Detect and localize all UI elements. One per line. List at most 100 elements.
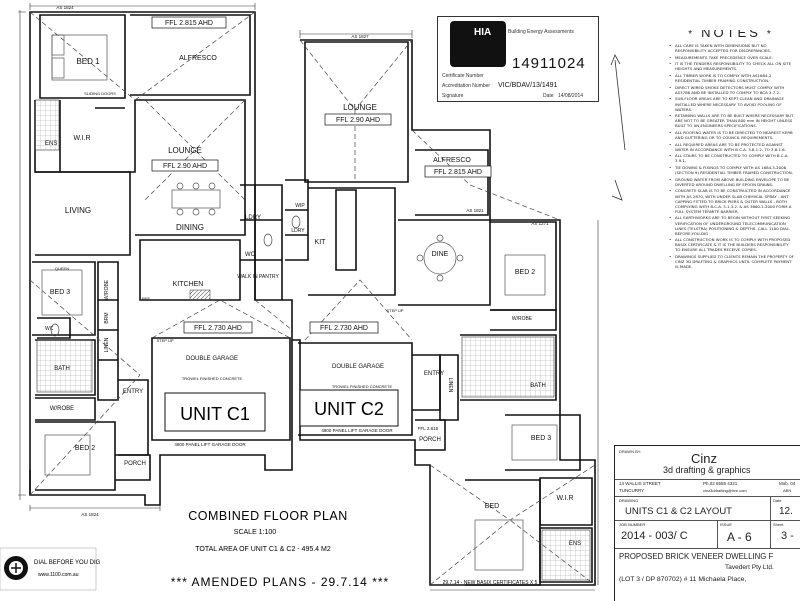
phone: Ph.02 6555 4321	[703, 481, 738, 486]
room-bed-c2: BED	[485, 503, 499, 510]
room-ldry-c2: LDRY	[291, 228, 305, 234]
fridge-ref-c1: REF	[142, 296, 151, 301]
dim-as-1824-bottom: AS 1824	[81, 512, 99, 517]
lot-address: (LOT 3 / DP 870702) # 11 Michaela Place,	[619, 576, 747, 583]
dim-as-1271: AS 1271	[531, 221, 549, 226]
room-labels: BED 1 ALFRESCO FFL 2.815 AHD W.I.R ENS L…	[45, 5, 581, 547]
issue-label: ISSUE	[720, 522, 733, 527]
sheet-label: Sheet	[773, 522, 784, 527]
room-double-garage-c1: DOUBLE GARAGE	[186, 356, 238, 362]
note-item: RETAINING WALLS ARE TO BE BUILT WHERE NE…	[668, 113, 794, 128]
drawing-label: DRAWING	[619, 498, 639, 503]
room-dine: DINE	[432, 251, 449, 258]
room-ens-c1: ENS	[45, 141, 57, 147]
job-number-label: JOB NUMBER	[619, 522, 646, 527]
room-living: LIVING	[65, 206, 91, 215]
bed-furniture	[41, 34, 558, 571]
dim-as-1821: AS 1821	[466, 208, 484, 213]
notes-title: NOTES	[668, 30, 794, 39]
project-title: PROPOSED BRICK VENEER DWELLING F	[619, 552, 774, 561]
ensuite-c1-tiles	[34, 99, 60, 151]
trowel-note-c2: TROWEL FINISHED CONCRETE	[332, 384, 393, 389]
plan-title: COMBINED FLOOR PLAN	[188, 509, 348, 523]
room-kit: KIT	[315, 239, 327, 246]
ffl-lounge-c1: FFL 2.90 AHD	[163, 163, 207, 170]
room-porch-c1: PORCH	[124, 461, 146, 467]
notes-panel: NOTES ALL CARE IS TAKEN WITH DIMENSIONS …	[668, 30, 794, 440]
dial-before-you-dig-logo: DIAL BEFORE YOU DIG www.1100.com.au	[0, 547, 101, 591]
drawn-by-label: DRAWN BY:	[619, 449, 642, 454]
dim-as-1827: AS 1827	[351, 34, 369, 39]
room-linen-c2: LINEN	[447, 378, 453, 393]
note-item: CONCRETE SLAB IS TO BE CONSTRUCTED IN AC…	[668, 188, 794, 213]
garage-door-c1: 4800 PANEL LIFT GARAGE DOOR	[174, 442, 246, 447]
room-wrobe-c1b: W/ROBE	[50, 406, 74, 412]
room-ldry-c1: LDRY	[245, 215, 261, 221]
bed-size-queen: QUEEN	[55, 266, 69, 271]
cert-number: 14911024	[512, 55, 586, 72]
room-bed3-c1: BED 3	[50, 289, 70, 296]
company-name: Cinz	[691, 451, 718, 466]
room-entry-c1: ENTRY	[123, 389, 143, 395]
mobile: Mob. 04	[779, 481, 796, 486]
dim-as-1824-top: AS 1824	[56, 5, 74, 10]
room-porch-c2: PORCH	[419, 437, 441, 443]
unit-c2-box	[299, 389, 399, 427]
drawing-title: UNITS C1 & C2 LAYOUT	[625, 506, 732, 517]
amended-plans: *** AMENDED PLANS - 29.7.14 ***	[171, 575, 389, 589]
room-alfresco-c1: ALFRESCO	[179, 55, 217, 62]
note-item: ALL STAIRS TO BE CONSTRUCTED TO COMPLY W…	[668, 153, 794, 163]
note-item: TIE DOWNS & FIXINGS TO COMPLY WITH AS 16…	[668, 165, 794, 175]
amended-note: 29.7.14 - NEW BASIX CERTIFICATES X 5	[443, 580, 538, 586]
ensuite-c2-tiles	[541, 529, 591, 581]
room-lounge-c1: LOUNGE	[168, 146, 202, 155]
date-value: 12.	[779, 506, 793, 517]
room-bed3-c2: BED 3	[531, 435, 551, 442]
note-item: ALL TIMBER WORK IS TO COMPLY WITH AS1684…	[668, 73, 794, 83]
note-item: ALL EARTHWORKS ARE TO BEGIN WITHOUT FIRS…	[668, 215, 794, 235]
date-label: Date	[773, 498, 782, 503]
note-item: SUB-FLOOR AREAS ARE TO KEPT CLEAN AND DR…	[668, 96, 794, 111]
room-double-garage-c2: DOUBLE GARAGE	[332, 364, 384, 370]
email: cinz3ddrafting@live.com	[703, 488, 747, 493]
room-linen-c1: LINEN	[104, 337, 110, 352]
room-dining: DINING	[176, 223, 204, 232]
plan-scale: SCALE 1:100	[234, 529, 277, 536]
garage-door-c2: 4800 PANEL LIFT GARAGE DOOR	[321, 428, 393, 433]
note-item: ALL CARE IS TAKEN WITH DIMENSIONS BUT NO…	[668, 43, 794, 53]
ffl-lounge-c2: FFL 2.90 AHD	[336, 117, 380, 124]
basix-certificate-stamp: HIA Building Energy Assessments Certific…	[437, 16, 599, 102]
unit-c1-label: UNIT C1	[180, 404, 250, 424]
cert-accreditation-label: Accreditation Number	[442, 83, 491, 89]
ffl-garage-c2: FFL 2.730 AHD	[320, 325, 368, 332]
note-sliding-doors: SLIDING DOORS	[84, 91, 116, 96]
room-bed2-c1: BED 2	[75, 445, 95, 452]
cert-accreditation: VIC/BDAV/13/1491	[498, 82, 558, 89]
toilet-fixtures	[50, 215, 301, 337]
dining-table	[171, 182, 464, 282]
bath-c1-tiles	[36, 339, 93, 393]
room-wip: WIP	[295, 203, 305, 209]
note-item: ALL CONSTRUCTION WORK IS TO COMPLY WITH …	[668, 237, 794, 252]
sheet: 3 -	[781, 530, 794, 542]
room-wir-c1: W.I.R	[73, 135, 90, 142]
room-bed1: BED 1	[76, 57, 100, 66]
title-block: DRAWN BY: Cinz 3d drafting & graphics 14…	[614, 445, 800, 601]
cert-signature-label: Signature	[442, 93, 464, 99]
north-arrow-icon	[610, 54, 626, 201]
room-brm: BRM	[104, 312, 110, 323]
room-ens-c2: ENS	[569, 541, 581, 547]
room-lounge-c2: LOUNGE	[343, 103, 377, 112]
hotplate-c1	[189, 289, 211, 301]
note-item: DRAWINGS SUPPLIED TO CLIENTS REMAIN THE …	[668, 254, 794, 269]
note-item: IT IS THE TENDERS RESPONSIBILITY TO CHEC…	[668, 61, 794, 71]
job-number: 2014 - 003/ C	[621, 530, 688, 542]
hia-logo-text: HIA	[474, 27, 492, 38]
issue: A - 6	[727, 530, 752, 544]
unit-c2-label: UNIT C2	[314, 399, 384, 419]
room-wc-c1b: WC	[45, 326, 54, 332]
note-item: DIRECT WIRED SMOKE DETECTORS MUST COMPLY…	[668, 85, 794, 95]
unit-c1-walls	[29, 11, 293, 506]
trowel-note-c1: TROWEL FINISHED CONCRETE	[182, 376, 243, 381]
